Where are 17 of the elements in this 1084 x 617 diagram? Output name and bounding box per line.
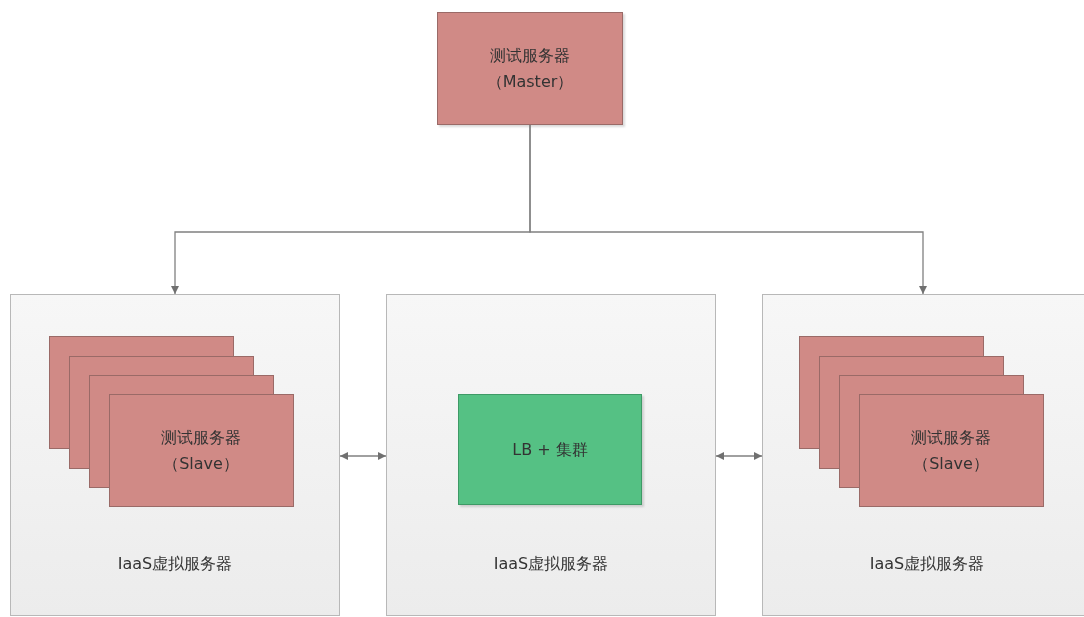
box-label: 测试服务器（Slave） (160, 426, 242, 475)
arrow (529, 124, 927, 295)
server-container (762, 294, 1084, 616)
box-label: LB + 集群 (512, 438, 588, 461)
box-label: 测试服务器（Slave） (910, 426, 992, 475)
box-label: IaaS虚拟服务器 (869, 553, 985, 575)
box-label: IaaS虚拟服务器 (117, 553, 233, 575)
box-label: 测试服务器（Master） (485, 44, 575, 93)
arrow (339, 452, 387, 460)
stacked-server-boxes (799, 336, 1045, 509)
server-container (10, 294, 340, 616)
stacked-server-boxes (49, 336, 295, 509)
server-box (437, 12, 623, 125)
box-label: IaaS虚拟服务器 (493, 553, 609, 575)
server-container (386, 294, 716, 616)
arrow (715, 452, 763, 460)
cluster-box (458, 394, 642, 505)
